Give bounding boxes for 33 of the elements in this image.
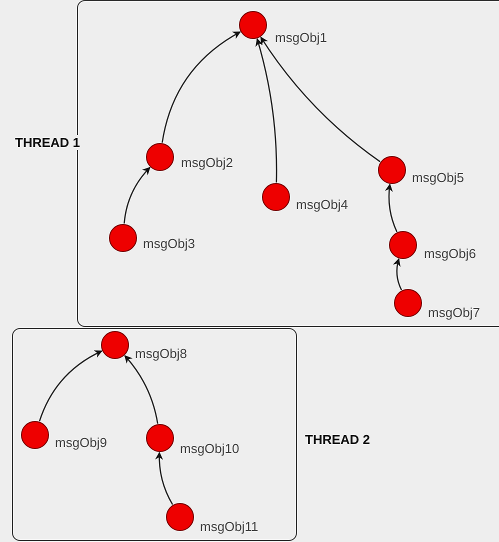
message-node-circle [21,421,49,449]
node-label: msgObj11 [200,519,258,534]
node-label: msgObj6 [424,246,476,261]
message-node-circle [389,231,417,259]
node-label: msgObj2 [181,155,234,170]
node-label: msgObj5 [412,170,464,185]
arrow [385,184,398,232]
node-label: msgObj4 [296,197,348,212]
message-node-circle [239,11,267,39]
message-node-circle [109,224,137,252]
node-label: msgObj3 [143,236,196,251]
arrow [155,452,174,505]
arrow [393,258,402,290]
message-node-circle [378,156,406,184]
thread-heading: THREAD 1 [15,135,82,150]
message-node-circle [101,331,129,359]
message-node-circle [262,183,290,211]
node-label: msgObj10 [180,441,240,456]
node-label: msgObj1 [275,30,328,45]
arrow [124,166,150,224]
message-node-circle [146,424,174,452]
message-node-circle [146,143,174,171]
thread-heading: THREAD 2 [305,432,372,447]
message-node-circle [394,289,422,317]
node-label: msgObj8 [135,346,188,361]
arrow [255,38,278,182]
node-label: msgObj9 [55,435,108,450]
node-label: msgObj7 [428,305,480,320]
arrow [260,36,380,162]
arrow [162,31,241,143]
arrow [124,355,158,424]
message-node-circle [166,503,194,531]
arrow [38,350,103,422]
